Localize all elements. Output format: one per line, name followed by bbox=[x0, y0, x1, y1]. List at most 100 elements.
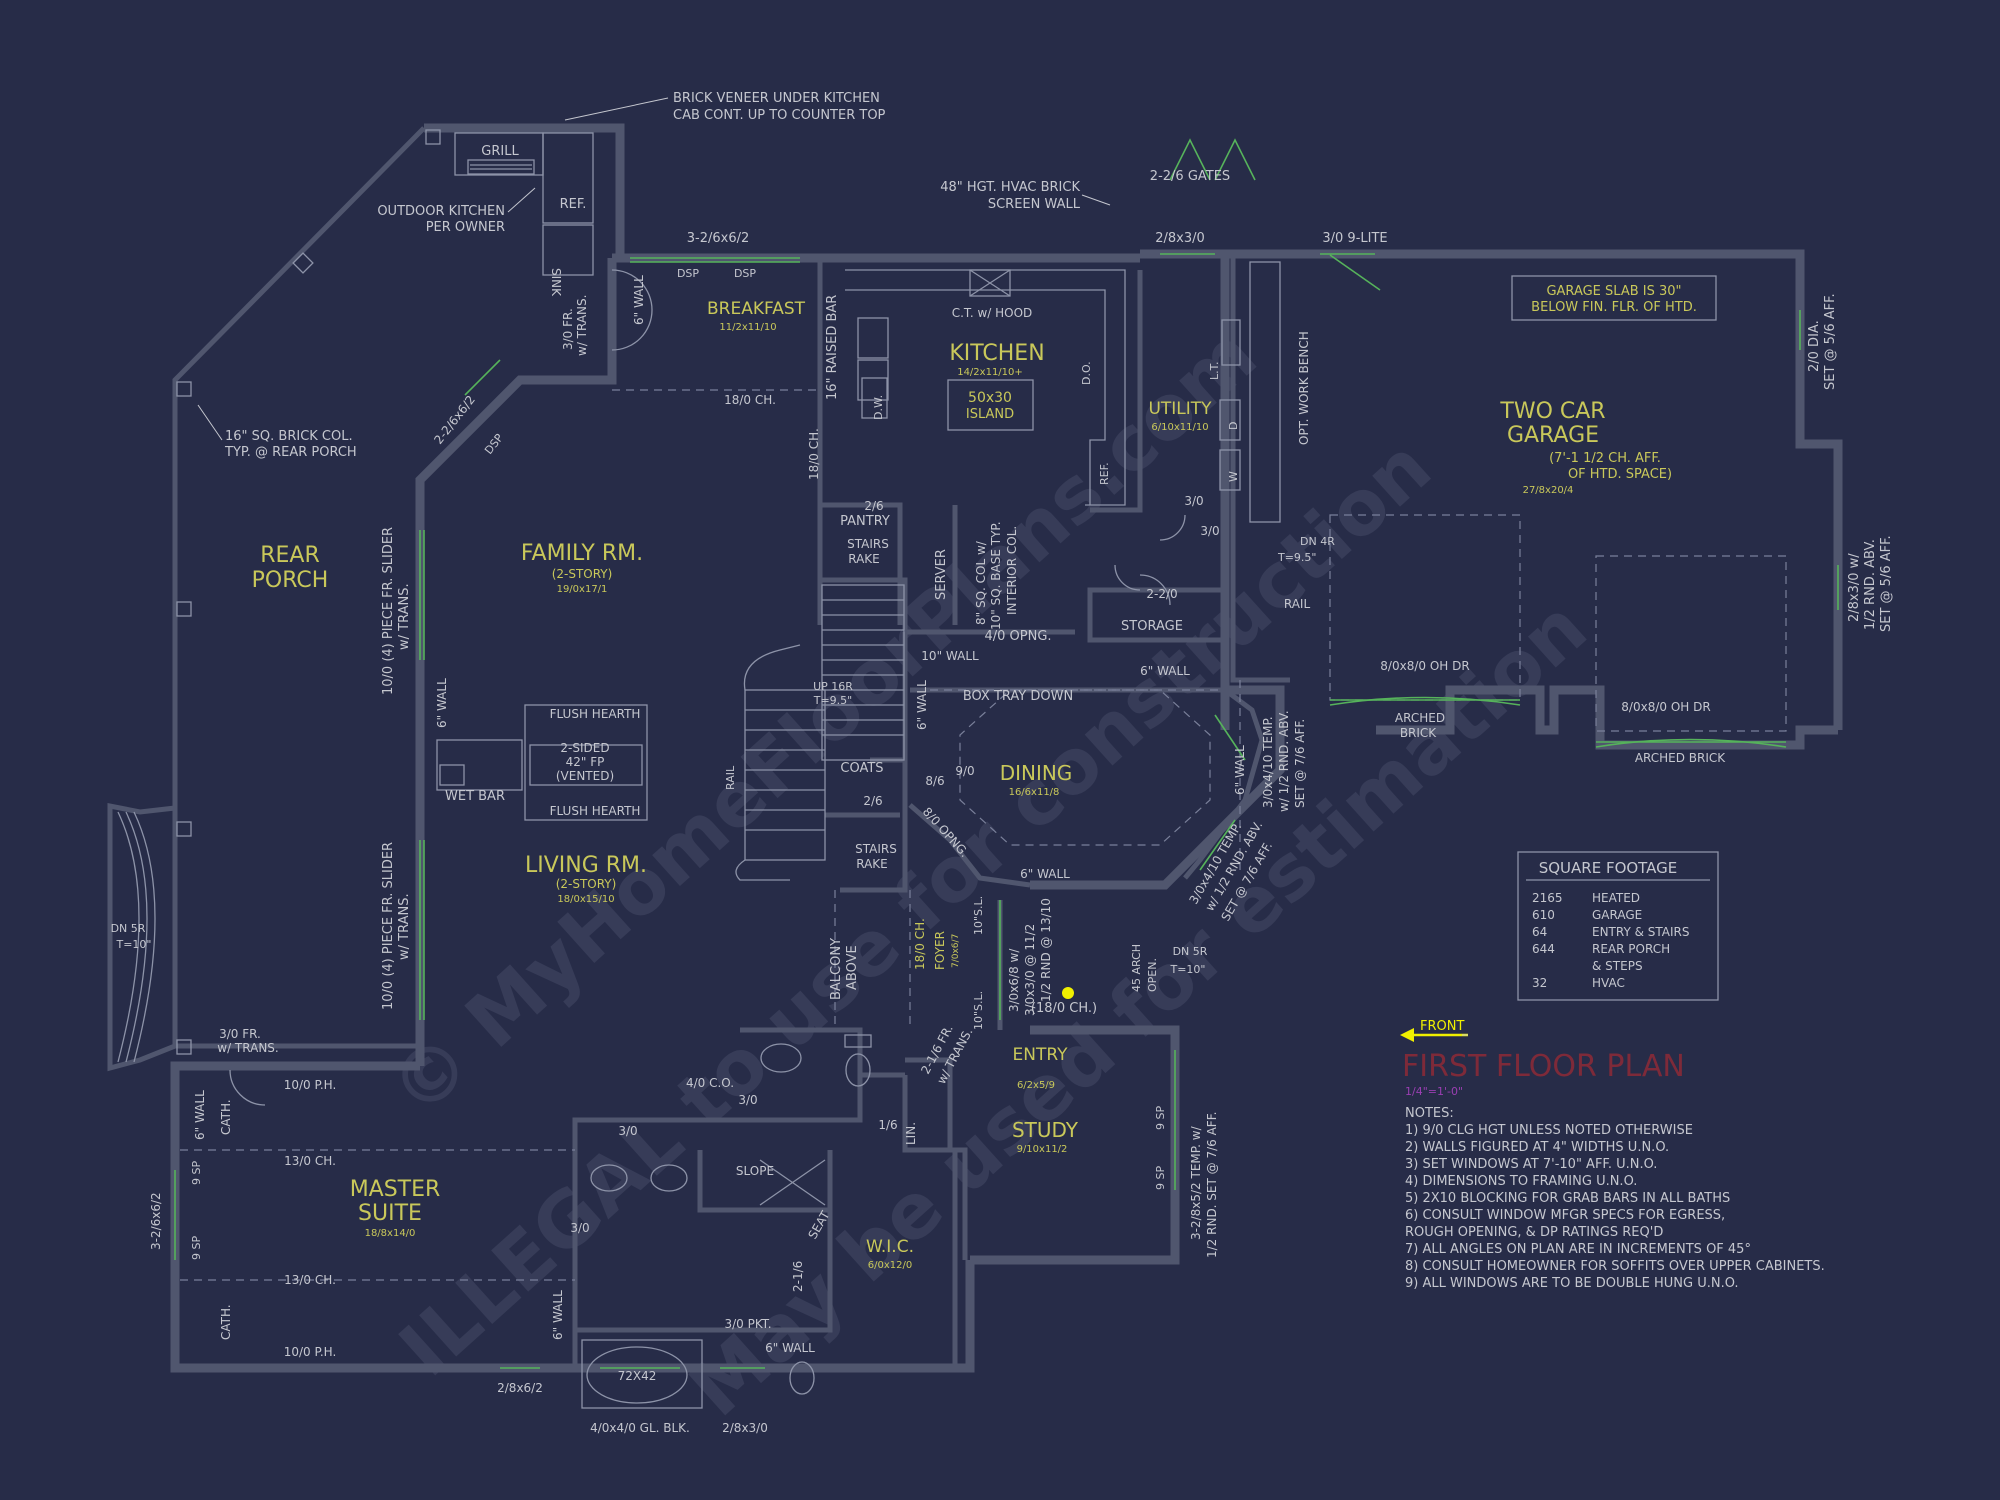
note-4: 4) DIMENSIONS TO FRAMING U.N.O. bbox=[1405, 1174, 1637, 1189]
room-master-2: SUITE bbox=[358, 1201, 422, 1226]
window-2-0-dia-2: SET @ 5/6 AFF. bbox=[1823, 293, 1838, 390]
room-garage-1: TWO CAR bbox=[1499, 399, 1605, 424]
raised-bar: 16" RAISED BAR bbox=[825, 295, 840, 400]
room-entry: ENTRY bbox=[1013, 1045, 1069, 1065]
window-3-2-6x6-2: 3-2/6x6/2 bbox=[687, 231, 750, 246]
fireplace-1: 2-SIDED bbox=[560, 741, 609, 755]
note-3: 3) SET WINDOWS AT 7'-10" AFF. U.N.O. bbox=[1405, 1157, 1657, 1172]
sp-2: 9 SP bbox=[190, 1236, 203, 1260]
sf-row-1-value: 2165 bbox=[1532, 891, 1563, 905]
fr-trans-left-1: 3/0 FR. bbox=[219, 1027, 261, 1041]
wall-6-b: 6" WALL bbox=[435, 678, 449, 728]
room-coats: COATS bbox=[840, 761, 883, 776]
room-breakfast-size: 11/2x11/10 bbox=[719, 322, 776, 333]
kitchen-ref: REF. bbox=[1098, 462, 1111, 485]
brick-col-2: TYP. @ REAR PORCH bbox=[224, 445, 357, 460]
flush-hearth-top: FLUSH HEARTH bbox=[550, 707, 641, 721]
gates: 2-2/6 GATES bbox=[1150, 169, 1230, 184]
room-wic-size: 6/0x12/0 bbox=[868, 1260, 912, 1271]
entry-windows-1: 3/0x6/8 w/ bbox=[1007, 948, 1021, 1012]
room-family-sub: (2-STORY) bbox=[552, 567, 613, 581]
window-2-8x6-2: 2/8x6/2 bbox=[497, 1381, 543, 1395]
door-8-6: 8/6 bbox=[925, 774, 944, 788]
col-base-2: 10" SQ. BASE TYP. bbox=[989, 521, 1003, 630]
door-3-0-b: 3/0 bbox=[1200, 524, 1219, 538]
dsp-2: DSP bbox=[734, 267, 756, 280]
door-3-0-d: 3/0 bbox=[618, 1124, 637, 1138]
dn-4r-1: DN 4R bbox=[1300, 535, 1335, 548]
title-block: FRONT FIRST FLOOR PLAN 1/4"=1'-0" NOTES:… bbox=[1402, 1019, 1825, 1291]
double-oven: D.O. bbox=[1080, 361, 1093, 385]
pocket-3-0: 3/0 PKT. bbox=[724, 1317, 771, 1331]
door-1-6: 1/6 bbox=[878, 1118, 897, 1132]
dryer: D bbox=[1227, 422, 1240, 430]
entry-windows-3: 1/2 RND @ 13/10 bbox=[1039, 898, 1053, 1002]
room-master-size: 18/8x14/0 bbox=[365, 1228, 416, 1239]
window-garage-right-1: 2/8x3/0 w/ bbox=[1847, 553, 1862, 622]
grill: GRILL bbox=[481, 144, 519, 159]
room-family-size: 19/0x17/1 bbox=[557, 584, 608, 595]
arched-brick-1a: ARCHED bbox=[1395, 711, 1445, 725]
slider-bottom-2: w/ TRANS. bbox=[397, 893, 412, 960]
room-garage-size: 27/8x20/4 bbox=[1523, 485, 1574, 496]
note-1: 1) 9/0 CLG HGT UNLESS NOTED OTHERWISE bbox=[1405, 1123, 1693, 1138]
ch-13-0-bottom: 13/0 CH. bbox=[284, 1273, 336, 1287]
dn-5r-left-1: DN 5R bbox=[111, 922, 146, 935]
square-footage-box bbox=[1517, 851, 1719, 1001]
island-size: 50x30 bbox=[968, 390, 1012, 406]
sf-row-3-value: 64 bbox=[1532, 925, 1547, 939]
room-study: STUDY bbox=[1012, 1118, 1079, 1142]
fireplace-2: 42" FP bbox=[566, 755, 605, 769]
plan-scale: 1/4"=1'-0" bbox=[1405, 1085, 1463, 1098]
sp-3: 9 SP bbox=[1154, 1106, 1167, 1130]
sf-row-5-label: & STEPS bbox=[1592, 959, 1643, 973]
sf-row-2-value: 610 bbox=[1532, 908, 1555, 922]
room-entry-size: 6/2x5/9 bbox=[1017, 1080, 1055, 1091]
fr-trans-top-1: 3/0 FR. bbox=[561, 308, 575, 350]
shower-seat: SEAT bbox=[805, 1208, 832, 1241]
sf-row-1-label: HEATED bbox=[1592, 891, 1640, 905]
island-label: ISLAND bbox=[966, 407, 1014, 422]
stair-rail: RAIL bbox=[724, 765, 737, 790]
outdoor-sink: SINK bbox=[549, 268, 563, 297]
foyer-ch: 18/0 CH. bbox=[913, 918, 927, 970]
wall-6-i: 6" WALL bbox=[765, 1341, 815, 1355]
sp-4: 9 SP bbox=[1154, 1166, 1167, 1190]
ph-10-0-bottom: 10/0 P.H. bbox=[284, 1345, 337, 1359]
arch-open-2: OPEN. bbox=[1146, 958, 1159, 992]
notes-heading: NOTES: bbox=[1405, 1106, 1454, 1121]
dn-5r-right-1: DN 5R bbox=[1173, 945, 1208, 958]
note-5: 5) 2X10 BLOCKING FOR GRAB BARS IN ALL BA… bbox=[1405, 1191, 1730, 1206]
outdoor-kitchen-1: OUTDOOR KITCHEN bbox=[377, 204, 505, 219]
win-3-0x4-10-a-3: SET @ 7/6 AFF. bbox=[1293, 719, 1307, 808]
hvac-wall-1: 48" HGT. HVAC BRICK bbox=[940, 180, 1080, 195]
win-3-0x4-10-a-2: w/ 1/2 RND. ABV. bbox=[1277, 710, 1291, 812]
fireplace-3: (VENTED) bbox=[556, 769, 614, 783]
wall-6-f: 6" WALL bbox=[1233, 745, 1247, 795]
front-arrow bbox=[1400, 1028, 1468, 1042]
fr-trans-left-2: w/ TRANS. bbox=[217, 1041, 278, 1055]
note-2: 2) WALLS FIGURED AT 4" WIDTHS U.N.O. bbox=[1405, 1140, 1669, 1155]
square-footage-table: SQUARE FOOTAGE 2165 HEATED 610 GARAGE 64… bbox=[1532, 859, 1690, 990]
room-kitchen: KITCHEN bbox=[949, 341, 1044, 366]
door-9-lite: 3/0 9-LITE bbox=[1322, 231, 1387, 246]
room-breakfast: BREAKFAST bbox=[707, 299, 806, 319]
slider-bottom-1: 10/0 (4) PIECE FR. SLIDER bbox=[381, 842, 396, 1010]
shower-slope: SLOPE bbox=[736, 1164, 774, 1178]
door-9-0: 9/0 bbox=[955, 764, 974, 778]
room-wic: W.I.C. bbox=[866, 1237, 914, 1257]
sf-row-6-label: HVAC bbox=[1592, 976, 1625, 990]
note-7: 7) ALL ANGLES ON PLAN ARE IN INCREMENTS … bbox=[1405, 1242, 1751, 1257]
note-6b: ROUGH OPENING, & DP RATINGS REQ'D bbox=[1405, 1225, 1663, 1240]
oh-door-1: 8/0x8/0 OH DR bbox=[1380, 659, 1469, 673]
leader-lines bbox=[197, 97, 1468, 1036]
brick-col-1: 16" SQ. BRICK COL. bbox=[225, 429, 353, 444]
sf-row-2-label: GARAGE bbox=[1592, 908, 1642, 922]
dsp-1: DSP bbox=[677, 267, 699, 280]
box-tray: BOX TRAY DOWN bbox=[963, 689, 1073, 704]
dn-4r-2: T=9.5" bbox=[1277, 551, 1317, 564]
window-garage-right-3: SET @ 5/6 AFF. bbox=[1879, 535, 1894, 632]
ct-hood: C.T. w/ HOOD bbox=[952, 306, 1033, 320]
room-utility: UTILITY bbox=[1148, 399, 1212, 419]
